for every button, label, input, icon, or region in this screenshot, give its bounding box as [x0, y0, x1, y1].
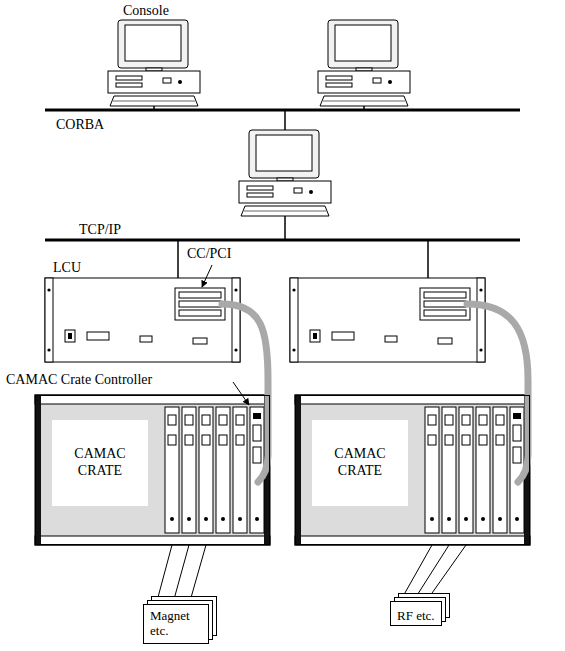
console-computer — [318, 20, 410, 106]
lcu-unit — [290, 278, 485, 362]
leader-arrow — [202, 265, 212, 287]
camac-crate — [295, 395, 530, 545]
camac-cable — [222, 304, 268, 482]
device-label: Magnet etc. — [150, 609, 202, 639]
signal-line — [156, 545, 172, 604]
part-label: TCP/IP — [78, 222, 122, 237]
part-label: CORBA — [55, 117, 105, 132]
network-drop — [177, 240, 179, 278]
device-box: RF etc. — [390, 601, 442, 626]
signal-line — [413, 545, 449, 601]
device-box: Magnet etc. — [143, 604, 209, 644]
crate-box: CAMAC CRATE — [35, 395, 270, 545]
server-computer — [239, 130, 331, 216]
part-label: Console — [122, 3, 170, 18]
crate-label: CAMAC CRATE — [52, 420, 148, 506]
network-drop — [284, 216, 286, 240]
signal-line — [400, 545, 432, 601]
console-computer — [108, 20, 200, 106]
tcpip-bus — [45, 239, 520, 242]
crate-box: CAMAC CRATE — [295, 395, 530, 545]
part-label: LCU — [52, 260, 82, 275]
signal-line — [426, 545, 466, 601]
network-drop — [284, 110, 286, 130]
crate-label: CAMAC CRATE — [312, 420, 408, 506]
device-label: RF etc. — [397, 609, 435, 624]
network-drop — [427, 240, 429, 278]
leader-arrow — [233, 382, 249, 405]
camac-crate — [35, 395, 270, 545]
part-label: CAMAC Crate Controller — [5, 372, 153, 387]
part-label: CC/PCI — [186, 246, 232, 261]
signal-line — [173, 545, 189, 604]
lcu-unit — [45, 278, 240, 362]
signal-line — [189, 545, 206, 604]
corba-bus — [45, 109, 520, 112]
camac-cable — [467, 304, 528, 482]
